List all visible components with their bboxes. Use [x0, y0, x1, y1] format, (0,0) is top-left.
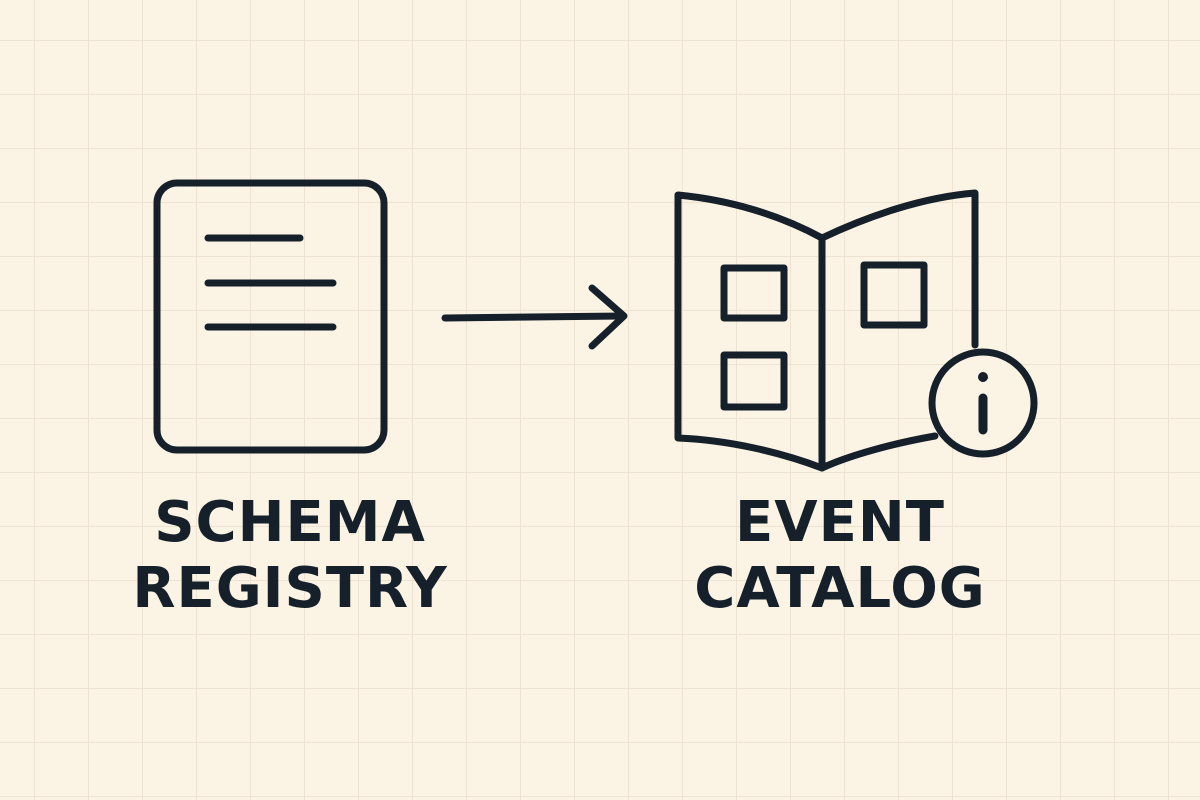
- catalog-entry-box: [720, 264, 788, 322]
- info-icon: [928, 348, 1038, 458]
- open-catalog-book-icon: [674, 189, 979, 472]
- schema-registry-label: SCHEMA REGISTRY: [100, 490, 480, 622]
- schema-registry-label-line1: SCHEMA: [154, 490, 426, 555]
- event-catalog-label-line1: EVENT: [735, 490, 945, 555]
- event-catalog-label: EVENT CATALOG: [640, 490, 1040, 622]
- catalog-entry-box: [720, 351, 788, 411]
- schema-registry-label-line2: REGISTRY: [132, 556, 448, 621]
- event-catalog-label-line2: CATALOG: [694, 556, 986, 621]
- arrow-right-icon: [441, 284, 628, 350]
- document-icon: [153, 179, 388, 454]
- catalog-entry-box: [860, 261, 928, 329]
